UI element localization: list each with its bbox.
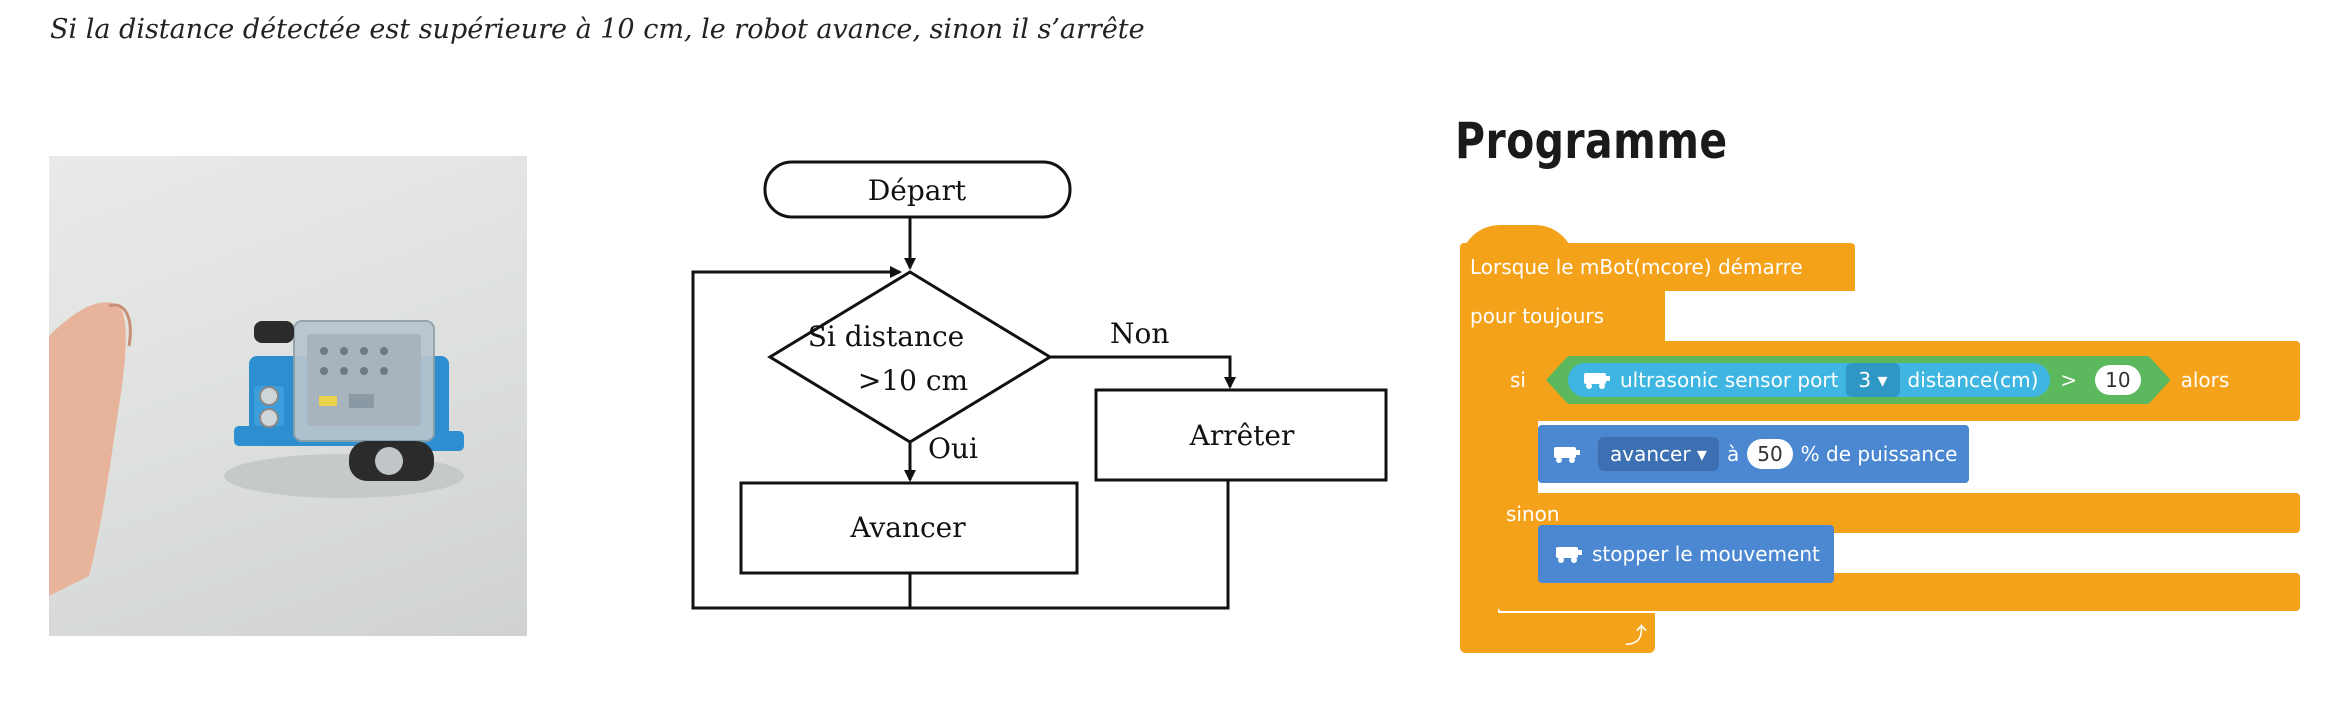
loop-arrow-icon: ⤴ bbox=[1625, 624, 1648, 649]
action-yes-label: Avancer bbox=[849, 511, 966, 544]
decision-line2: >10 cm bbox=[858, 364, 968, 397]
decision-diamond bbox=[767, 270, 1053, 444]
mbot-icon bbox=[1550, 443, 1582, 465]
start-terminal bbox=[763, 160, 1072, 219]
hat-block[interactable]: Lorsque le mBot(mcore) démarre bbox=[1460, 243, 1855, 291]
mbot-icon bbox=[1552, 543, 1584, 565]
sensor-label: ultrasonic sensor port bbox=[1619, 368, 1839, 392]
hat-label: Lorsque le mBot(mcore) démarre bbox=[1470, 255, 1803, 279]
start-label: Départ bbox=[868, 174, 967, 207]
power-input[interactable]: 50 bbox=[1747, 439, 1793, 469]
power-label: % de puissance bbox=[1800, 442, 1958, 466]
ultrasonic-sensor-block[interactable]: ultrasonic sensor port 3 ▾ distance(cm) bbox=[1568, 363, 2050, 397]
yes-label: Oui bbox=[928, 432, 978, 465]
programme-title: Programme bbox=[1455, 112, 1728, 170]
decision-line1: Si distance bbox=[808, 320, 965, 353]
robot-photo bbox=[49, 156, 527, 636]
action-no-box bbox=[1094, 388, 1388, 482]
action-yes-box bbox=[739, 481, 1079, 575]
comparison-operator-block[interactable]: ultrasonic sensor port 3 ▾ distance(cm) … bbox=[1546, 356, 2171, 404]
direction-dropdown[interactable]: avancer ▾ bbox=[1598, 437, 1719, 471]
if-row[interactable]: si ultrasonic sensor port 3 ▾ distance(c… bbox=[1498, 353, 2298, 407]
operator-label: > bbox=[2060, 368, 2078, 392]
action-no-label: Arrêter bbox=[1189, 419, 1295, 452]
else-row: sinon bbox=[1506, 497, 1560, 531]
move-block[interactable]: avancer ▾ à 50 % de puissance bbox=[1538, 425, 1970, 483]
port-dropdown[interactable]: 3 ▾ bbox=[1846, 363, 1899, 397]
stop-block[interactable]: stopper le mouvement bbox=[1538, 525, 1834, 583]
mbot-icon bbox=[1580, 369, 1612, 391]
at-label: à bbox=[1726, 442, 1740, 466]
program-blocks: Lorsque le mBot(mcore) démarre pour touj… bbox=[1460, 213, 2300, 673]
forever-label: pour toujours bbox=[1470, 304, 1605, 328]
no-label: Non bbox=[1110, 317, 1169, 350]
caption-text: Si la distance détectée est supérieure à… bbox=[50, 14, 1145, 45]
threshold-input[interactable]: 10 bbox=[2095, 365, 2140, 395]
then-label: alors bbox=[2180, 368, 2230, 392]
forever-block[interactable]: pour toujours bbox=[1460, 291, 1665, 341]
flowchart: Départ Si distance >10 cm Oui Avancer No… bbox=[691, 160, 1388, 610]
if-label: si bbox=[1510, 368, 1526, 392]
distance-label: distance(cm) bbox=[1907, 368, 2039, 392]
else-label: sinon bbox=[1506, 502, 1560, 526]
stop-label: stopper le mouvement bbox=[1592, 542, 1820, 566]
